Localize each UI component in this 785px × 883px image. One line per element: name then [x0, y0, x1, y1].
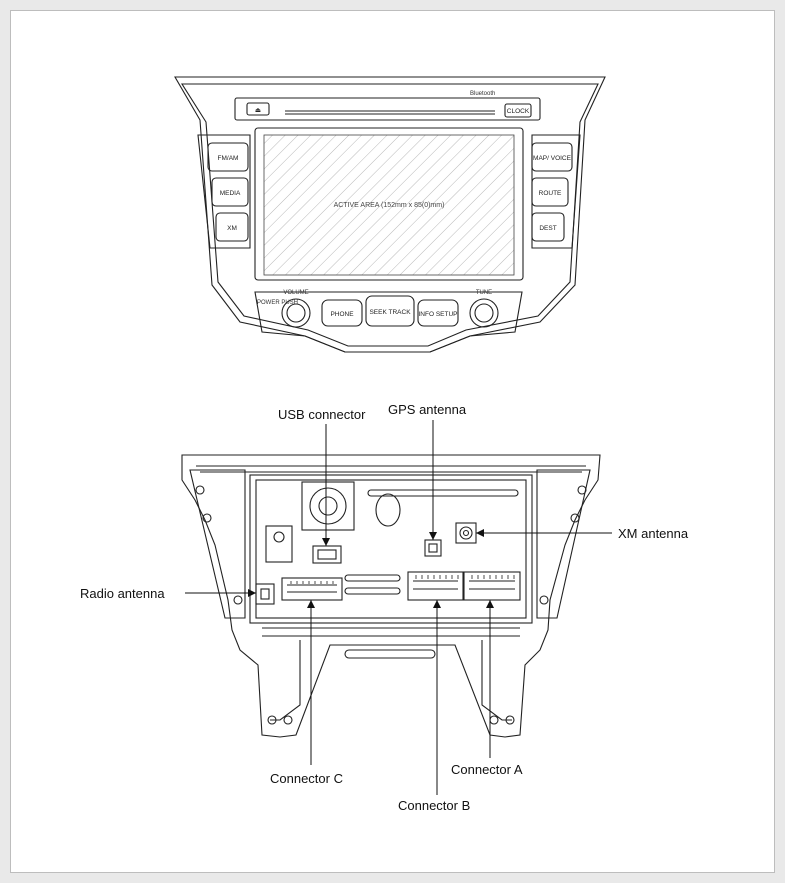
- tune-label: TUNE: [476, 290, 492, 296]
- gps-antenna-label: GPS antenna: [388, 402, 467, 417]
- volume-label: VOLUME: [283, 290, 308, 296]
- eject-button[interactable]: [246, 102, 270, 116]
- route-button[interactable]: [531, 177, 569, 207]
- connector-b: [407, 571, 464, 601]
- fm-am-button[interactable]: [207, 142, 249, 172]
- tune-knob[interactable]: [469, 298, 499, 328]
- phone-label: PHONE: [330, 311, 354, 318]
- right-button-label-2: ROUTE: [539, 190, 562, 197]
- left-button-label-1: FM/AM: [218, 155, 239, 162]
- fan-housing: [301, 481, 355, 531]
- connector-b-label: Connector B: [398, 798, 471, 813]
- callout-lines: [185, 420, 612, 795]
- right-button-label-1: MAP/ VOICE: [533, 155, 572, 162]
- dest-button[interactable]: [531, 212, 565, 242]
- phone-button[interactable]: [321, 299, 363, 327]
- display-screen: [263, 134, 515, 276]
- front-labels: ⏏ Bluetooth CLOCK FM/AM MEDIA XM MAP/ VO…: [218, 91, 572, 318]
- connector-c-label: Connector C: [270, 771, 343, 786]
- right-button-label-3: DEST: [539, 225, 556, 232]
- xm-antenna-label: XM antenna: [618, 526, 689, 541]
- info-setup-button[interactable]: [417, 299, 459, 327]
- radio-antenna-label: Radio antenna: [80, 586, 165, 601]
- front-head-unit: [174, 76, 606, 353]
- usb-connector: [312, 545, 342, 564]
- radio-antenna-port: [255, 583, 275, 605]
- screen-active-area-label: ACTIVE AREA (152mm x 85(0)mm): [334, 202, 445, 209]
- power-label: POWER PUSH: [257, 300, 298, 306]
- map-voice-button[interactable]: [531, 142, 573, 172]
- clock-label: CLOCK: [507, 108, 530, 115]
- eject-icon: ⏏: [255, 107, 261, 114]
- clock-button[interactable]: [504, 103, 532, 118]
- xm-antenna-port: [455, 522, 477, 544]
- xm-button[interactable]: [215, 212, 249, 242]
- connector-a: [463, 571, 521, 601]
- side-module: [265, 525, 293, 563]
- connector-a-label: Connector A: [451, 762, 523, 777]
- rear-panel: [249, 474, 533, 624]
- bluetooth-label: Bluetooth: [470, 91, 495, 97]
- connector-pins: [290, 575, 515, 584]
- seek-track-button[interactable]: [365, 295, 415, 327]
- left-button-label-3: XM: [227, 225, 237, 232]
- media-button[interactable]: [211, 177, 249, 207]
- connector-c: [281, 577, 343, 601]
- left-button-label-2: MEDIA: [220, 190, 241, 197]
- volume-knob[interactable]: [281, 298, 311, 328]
- info-setup-label: INFO SETUP: [418, 311, 457, 318]
- screen-bezel: [254, 127, 524, 281]
- rear-head-unit: [181, 454, 601, 738]
- callout-arrows: [248, 529, 494, 608]
- gps-antenna-port: [424, 539, 442, 557]
- usb-connector-label: USB connector: [278, 407, 366, 422]
- cd-slot-bar: [234, 97, 541, 121]
- seek-track-label: SEEK TRACK: [369, 309, 411, 316]
